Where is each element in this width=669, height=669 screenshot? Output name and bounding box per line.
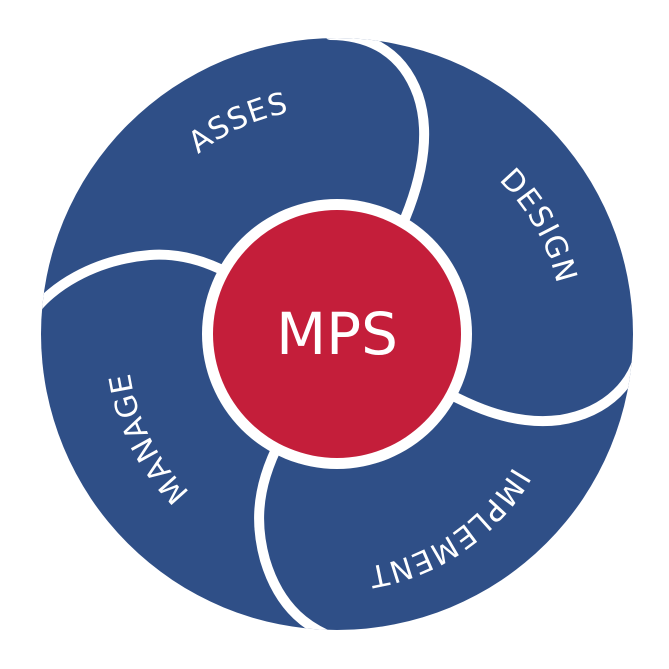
center-circle bbox=[213, 210, 461, 458]
center-label: MPS bbox=[276, 300, 398, 368]
